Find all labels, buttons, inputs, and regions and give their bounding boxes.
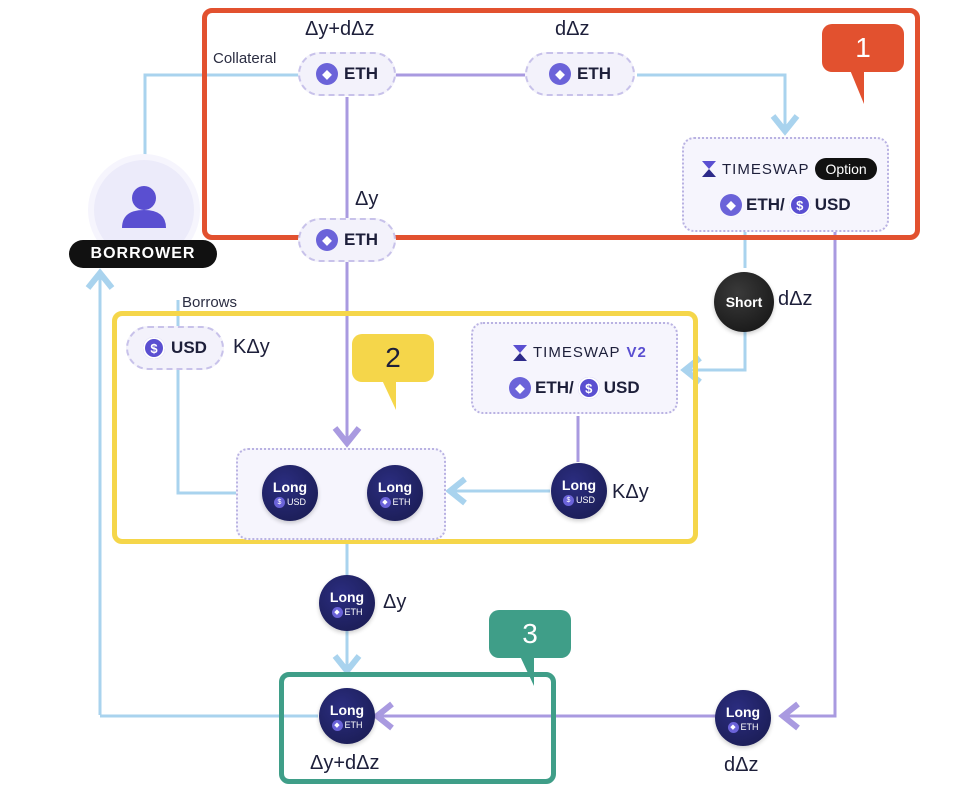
long-eth-box-token: Long ◆ETH xyxy=(367,465,423,521)
eth-option-pill: ◆ ETH xyxy=(525,52,635,96)
eth-icon: ◆ xyxy=(379,496,391,508)
usd-coin-icon: $ xyxy=(562,494,574,506)
option-pair-usd: USD xyxy=(814,195,851,214)
eth-collateral-pill: ◆ ETH xyxy=(298,52,396,96)
section-3-frame xyxy=(279,672,556,784)
usd-borrow-pill: $ USD xyxy=(126,326,224,370)
callout-1-tail xyxy=(850,70,864,104)
callout-2-tail xyxy=(382,380,396,410)
dy-plus-ddz-bottom-label: Δy+dΔz xyxy=(310,752,380,774)
timeswap-logo-icon xyxy=(702,161,716,177)
ddz-bottom-label: dΔz xyxy=(724,754,759,776)
callout-3-number: 3 xyxy=(522,618,538,649)
long-eth-right-sub: ETH xyxy=(740,722,759,732)
long-usd-to-usd-line xyxy=(176,370,260,495)
option-pair-eth: ETH/ xyxy=(746,195,785,214)
eth-dy-pill: ◆ ETH xyxy=(298,218,396,262)
callout-1-number: 1 xyxy=(855,32,871,63)
long-eth-box-name: Long xyxy=(377,478,413,495)
eth-icon: ◆ xyxy=(316,229,338,251)
borrows-label: Borrows xyxy=(182,294,238,311)
person-icon xyxy=(122,186,166,228)
option-to-long-eth-line xyxy=(778,232,837,731)
usd-coin-icon: $ xyxy=(273,496,285,508)
callout-2-number: 2 xyxy=(385,342,401,373)
callout-3: 3 xyxy=(489,610,571,658)
v2-pair-eth: ETH/ xyxy=(535,378,574,397)
timeswap-option-pair: ◆ ETH/ $ USD xyxy=(720,194,851,216)
timeswap-option-brand: TIMESWAP Option xyxy=(702,158,877,180)
dy-long-label: Δy xyxy=(383,591,407,613)
timeswap-option-brand-text: TIMESWAP xyxy=(722,160,810,178)
long-eth-mid-sub: ETH xyxy=(344,607,363,617)
eth-icon: ◆ xyxy=(720,194,742,216)
eth-icon: ◆ xyxy=(331,719,343,731)
v2-label: V2 xyxy=(626,344,647,361)
short-to-v2-line xyxy=(680,330,747,385)
long-usd-right-sub: USD xyxy=(575,495,595,505)
borrower-to-collateral-line xyxy=(143,73,300,160)
eth-icon: ◆ xyxy=(727,721,739,733)
long-eth-mid-name: Long xyxy=(329,588,365,605)
timeswap-logo-icon xyxy=(513,344,527,361)
long-eth-final-name: Long xyxy=(329,701,365,718)
dy-mid-label: Δy xyxy=(355,188,379,210)
usd-borrow-label: USD xyxy=(171,338,207,357)
usd-coin-icon: $ xyxy=(788,194,811,216)
long-usd-name: Long xyxy=(272,478,308,495)
long-usd-sub: USD xyxy=(286,497,306,507)
borrower-label: BORROWER xyxy=(90,245,196,262)
eth-collateral-label: ETH xyxy=(344,64,378,83)
timeswap-v2-brand-text: TIMESWAP xyxy=(533,344,621,361)
long-eth-final-sub: ETH xyxy=(344,720,363,730)
short-token: Short xyxy=(714,272,774,332)
long-eth-final-token: Long ◆ETH xyxy=(319,688,375,744)
long-eth-right-token: Long ◆ETH xyxy=(715,690,771,746)
eth-icon: ◆ xyxy=(549,63,571,85)
short-token-label: Short xyxy=(725,294,763,310)
eth-icon: ◆ xyxy=(509,377,531,399)
borrower-badge: BORROWER xyxy=(69,240,217,268)
eth-to-timeswap-option-line xyxy=(637,73,800,136)
short-ddz-label: dΔz xyxy=(778,288,813,310)
callout-2: 2 xyxy=(352,334,434,382)
timeswap-v2-brand: TIMESWAP V2 xyxy=(513,344,647,361)
option-badge: Option xyxy=(815,158,877,180)
long-eth-box-sub: ETH xyxy=(392,497,411,507)
usd-coin-icon: $ xyxy=(143,337,166,359)
k-dy-usd-label: KΔy xyxy=(233,336,270,358)
callout-3-tail xyxy=(520,656,534,686)
timeswap-v2-pair: ◆ ETH/ $ USD xyxy=(509,377,640,399)
usd-coin-icon: $ xyxy=(577,377,600,399)
eth-icon: ◆ xyxy=(316,63,338,85)
long-eth-right-name: Long xyxy=(725,703,761,720)
timeswap-v2-box: TIMESWAP V2 ◆ ETH/ $ USD xyxy=(471,322,678,414)
eth-option-label: ETH xyxy=(577,64,611,83)
dy-plus-ddz-top-label: Δy+dΔz xyxy=(305,18,375,40)
ddz-top-label: dΔz xyxy=(555,18,590,40)
eth-dy-label: ETH xyxy=(344,230,378,249)
long-eth-mid-token: Long ◆ETH xyxy=(319,575,375,631)
timeswap-option-box: TIMESWAP Option ◆ ETH/ $ USD xyxy=(682,137,889,232)
eth-icon: ◆ xyxy=(331,606,343,618)
collateral-label: Collateral xyxy=(213,50,277,67)
long-usd-right-name: Long xyxy=(561,476,597,493)
callout-1: 1 xyxy=(822,24,904,72)
long-usd-right-token: Long $USD xyxy=(551,463,607,519)
section-1-frame xyxy=(202,8,920,240)
section-2-frame xyxy=(112,311,698,544)
v2-pair-usd: USD xyxy=(603,378,640,397)
k-dy-token-label: KΔy xyxy=(612,481,649,503)
long-usd-token: Long $USD xyxy=(262,465,318,521)
